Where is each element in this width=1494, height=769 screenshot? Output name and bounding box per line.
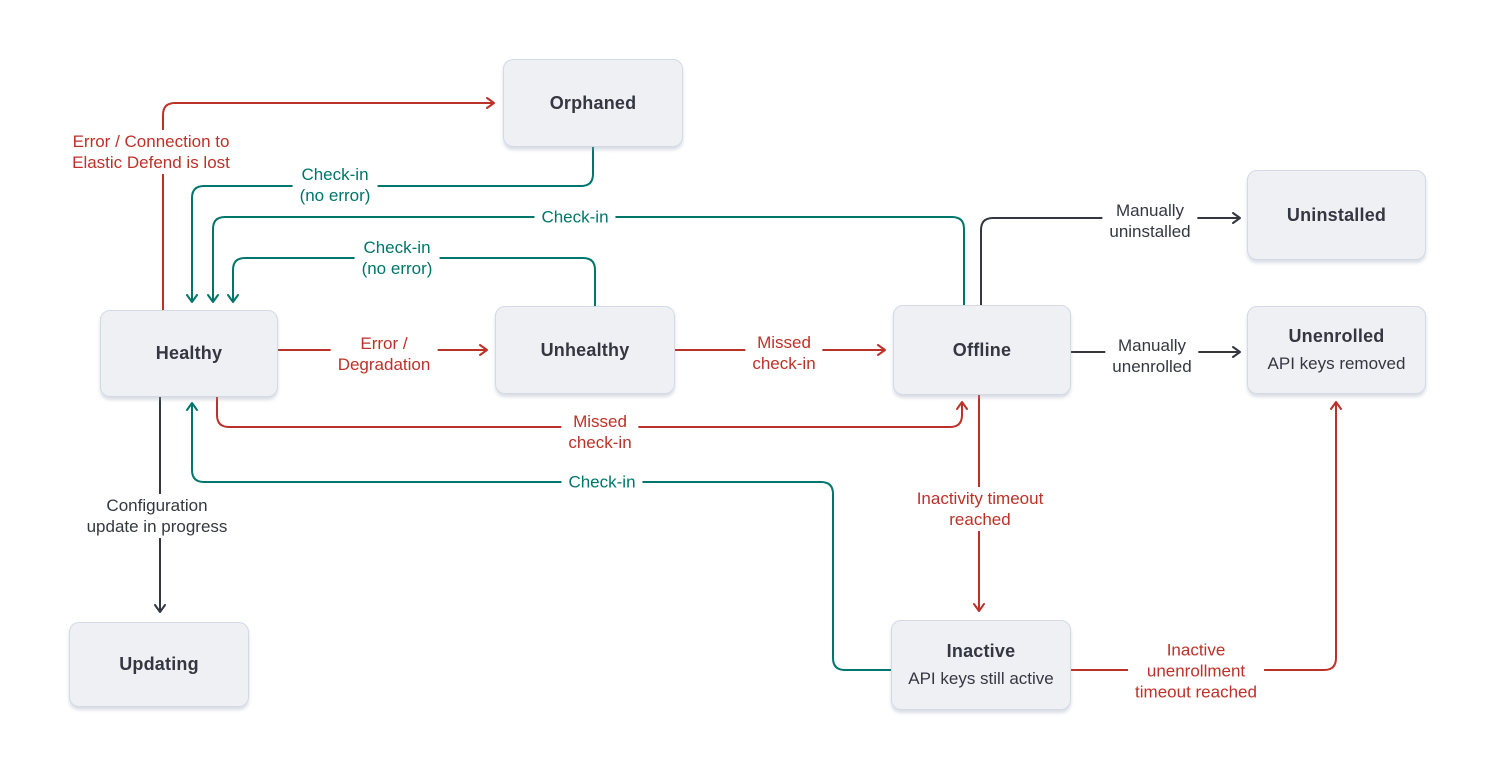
- edge-label-line: (no error): [299, 186, 371, 205]
- edge-label-line: timeout reached: [1135, 682, 1257, 702]
- node-healthy-label: Healthy: [155, 343, 223, 363]
- edge-label-offline-to-uninstalled: Manually uninstalled: [1102, 199, 1198, 243]
- node-uninstalled: Uninstalled: [1247, 170, 1426, 260]
- edge-inactive-to-unenrolled: [1071, 401, 1342, 671]
- edge-label-line: reached: [949, 510, 1011, 529]
- edge-label-line: check-in: [568, 433, 632, 452]
- edge-label-line: Manually: [1115, 201, 1185, 220]
- edge-label-unhealthy-to-offline: Missed check-in: [745, 331, 823, 375]
- edge-label-line: update in progress: [86, 517, 228, 536]
- edge-label-line: Error /: [360, 334, 408, 353]
- edge-label-line: Check-in: [541, 207, 609, 227]
- edge-label-line: Degradation: [337, 355, 431, 374]
- edge-label-inactive-to-unenrolled: Inactive unenrollment timeout reached: [1128, 638, 1264, 704]
- edge-label-offline-to-unenrolled: Manually unenrolled: [1105, 334, 1199, 378]
- edge-label-offline-to-healthy: Check-in: [534, 205, 616, 229]
- edge-label-line: unenrollment: [1146, 661, 1246, 681]
- node-orphaned-label: Orphaned: [549, 92, 637, 113]
- node-unenrolled-sublabel: API keys removed: [1267, 354, 1406, 373]
- edge-label-line: Missed: [757, 333, 811, 352]
- node-orphaned: Orphaned: [503, 59, 683, 147]
- node-unhealthy-label: Unhealthy: [540, 339, 630, 360]
- edge-label-healthy-to-offline: Missed check-in: [561, 410, 639, 454]
- node-healthy: Healthy: [100, 310, 278, 397]
- node-updating-label: Updating: [119, 654, 199, 674]
- edge-inactive-to-healthy: [186, 402, 891, 671]
- edge-orphaned-to-healthy: [186, 147, 594, 303]
- edge-label-line: Inactivity timeout: [916, 489, 1044, 508]
- edge-label-line: Check-in: [301, 165, 369, 184]
- edge-healthy-to-orphaned: [162, 97, 495, 310]
- edge-label-inactive-to-healthy: Check-in: [561, 470, 643, 494]
- edge-label-line: check-in: [752, 354, 816, 373]
- edge-label-line: Configuration: [106, 496, 208, 515]
- node-offline: Offline: [893, 305, 1071, 395]
- node-unhealthy: Unhealthy: [495, 306, 675, 394]
- node-uninstalled-label: Uninstalled: [1286, 204, 1387, 225]
- node-updating: Updating: [69, 622, 249, 707]
- node-unenrolled-label: Unenrolled: [1288, 326, 1385, 346]
- edge-label-offline-to-inactive: Inactivity timeout reached: [909, 487, 1051, 531]
- edge-offline-to-uninstalled: [980, 212, 1241, 305]
- edge-label-orphaned-to-healthy: Check-in (no error): [292, 163, 378, 207]
- node-inactive-label: Inactive: [946, 641, 1016, 661]
- edge-label-line: Elastic Defend is lost: [72, 153, 230, 172]
- edge-label-line: unenrolled: [1112, 357, 1192, 376]
- edge-label-line: (no error): [361, 259, 433, 278]
- edge-label-healthy-to-orphaned: Error / Connection to Elastic Defend is …: [65, 130, 237, 174]
- edge-label-healthy-to-unhealthy: Error / Degradation: [330, 332, 438, 376]
- node-inactive: Inactive API keys still active: [891, 620, 1071, 710]
- edge-offline-to-healthy: [207, 216, 965, 305]
- edge-label-line: Manually: [1117, 336, 1187, 355]
- edge-label-line: uninstalled: [1109, 222, 1191, 241]
- edge-label-line: Check-in: [568, 472, 636, 492]
- node-inactive-sublabel: API keys still active: [908, 669, 1054, 688]
- node-offline-label: Offline: [952, 339, 1012, 360]
- edge-label-line: Error / Connection to: [72, 132, 230, 151]
- edge-label-line: Missed: [573, 412, 627, 431]
- edge-label-line: Check-in: [363, 238, 431, 257]
- node-unenrolled: Unenrolled API keys removed: [1247, 306, 1426, 394]
- edge-label-unhealthy-to-healthy: Check-in (no error): [354, 236, 440, 280]
- edge-label-healthy-to-updating: Configuration update in progress: [79, 494, 235, 538]
- edge-label-line: Inactive: [1166, 640, 1226, 660]
